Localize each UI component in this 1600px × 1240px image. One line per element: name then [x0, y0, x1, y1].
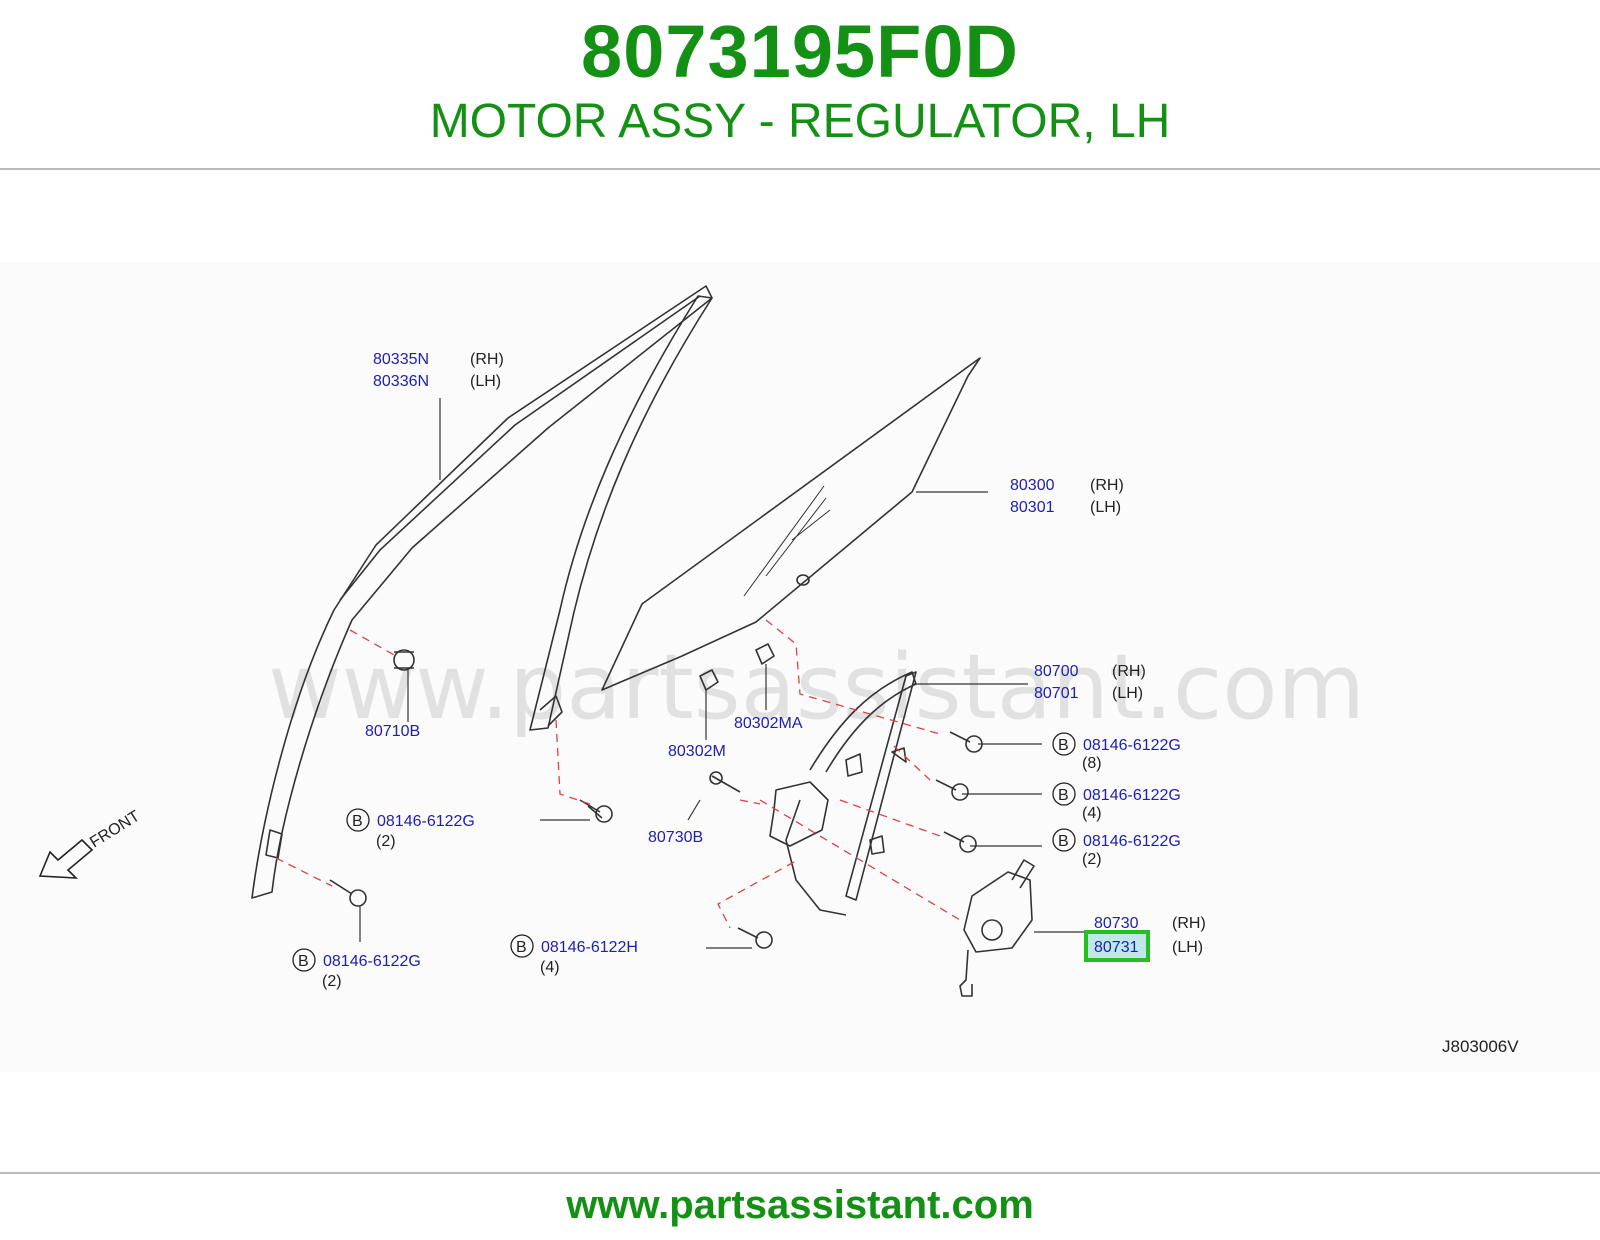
- part-link-80730B[interactable]: 80730B: [648, 829, 703, 846]
- rh-label: (RH): [1090, 477, 1124, 494]
- window-regulator: [809, 671, 917, 773]
- part-link-08146-6122G[interactable]: 08146-6122G: [1083, 787, 1181, 804]
- watermark: www.partsassistant.com: [268, 635, 1365, 740]
- part-number: 8073195F0D: [581, 10, 1019, 93]
- part-link-80302MA[interactable]: 80302MA: [734, 715, 803, 732]
- parts-diagram: www.partsassistant.com: [0, 262, 1600, 1072]
- door-glass: [601, 357, 981, 691]
- part-link-80701[interactable]: 80701: [1034, 685, 1079, 702]
- part-link-80336N[interactable]: 80336N: [373, 373, 429, 390]
- door-channel: [529, 295, 713, 731]
- part-link-80301[interactable]: 80301: [1010, 499, 1055, 516]
- clip-80302M: [699, 669, 719, 691]
- bolt-symbol-letter: B: [352, 813, 363, 830]
- front-arrow: [38, 838, 94, 879]
- bolt-symbol: [1052, 782, 1076, 806]
- quantity-label: (4): [1082, 805, 1102, 822]
- bolt-symbol: [1052, 828, 1076, 852]
- bolt-symbol: [1052, 732, 1076, 756]
- door-sash: [251, 285, 713, 899]
- rh-label: (RH): [470, 351, 504, 368]
- part-link-80335N[interactable]: 80335N: [373, 351, 429, 368]
- bolt-symbol-letter: B: [1058, 737, 1069, 754]
- rh-label: (RH): [1172, 915, 1206, 932]
- part-title: MOTOR ASSY - REGULATOR, LH: [429, 95, 1171, 148]
- part-link-08146-6122G[interactable]: 08146-6122G: [1083, 833, 1181, 850]
- quantity-label: (2): [322, 973, 342, 990]
- lh-label: (LH): [1090, 499, 1121, 516]
- part-link-80302M[interactable]: 80302M: [668, 743, 726, 760]
- bolt-symbol: [292, 948, 316, 972]
- diagram-background: [0, 262, 1600, 1072]
- part-link-08146-6122G[interactable]: 08146-6122G: [377, 813, 475, 830]
- bolt-symbol-letter: B: [516, 939, 527, 956]
- part-link-80710B[interactable]: 80710B: [365, 723, 420, 740]
- quantity-label: (2): [1082, 851, 1102, 868]
- selected-part-highlight: [1084, 930, 1150, 962]
- nut-80710B: [393, 649, 415, 671]
- quantity-label: (2): [376, 833, 396, 850]
- part-link-08146-6122H[interactable]: 08146-6122H: [541, 939, 638, 956]
- regulator-motor: [963, 871, 1033, 953]
- bolt-symbol-letter: B: [1058, 833, 1069, 850]
- header-divider: [0, 168, 1600, 170]
- quantity-label: (8): [1082, 755, 1102, 772]
- clip-80302MA: [755, 643, 775, 665]
- diagram-code: J803006V: [1442, 1037, 1519, 1056]
- bolt-symbol-letter: B: [298, 953, 309, 970]
- quantity-label: (4): [540, 959, 560, 976]
- footer-url[interactable]: www.partsassistant.com: [566, 1183, 1034, 1227]
- footer-divider: [0, 1172, 1600, 1174]
- part-link-08146-6122G[interactable]: 08146-6122G: [1083, 737, 1181, 754]
- lh-label: (LH): [470, 373, 501, 390]
- lh-label: (LH): [1172, 939, 1203, 956]
- rh-label: (RH): [1112, 663, 1146, 680]
- bolt-symbol-letter: B: [1058, 787, 1069, 804]
- part-link-80730[interactable]: 80730: [1094, 915, 1139, 932]
- part-link-80731[interactable]: 80731: [1094, 939, 1139, 956]
- bolt-symbol: [510, 934, 534, 958]
- part-link-08146-6122G[interactable]: 08146-6122G: [323, 953, 421, 970]
- lh-label: (LH): [1112, 685, 1143, 702]
- bolt-symbol: [346, 808, 370, 832]
- part-link-80300[interactable]: 80300: [1010, 477, 1055, 494]
- page-header: 8073195F0D MOTOR ASSY - REGULATOR, LH: [0, 0, 1600, 168]
- part-link-80700[interactable]: 80700: [1034, 663, 1079, 680]
